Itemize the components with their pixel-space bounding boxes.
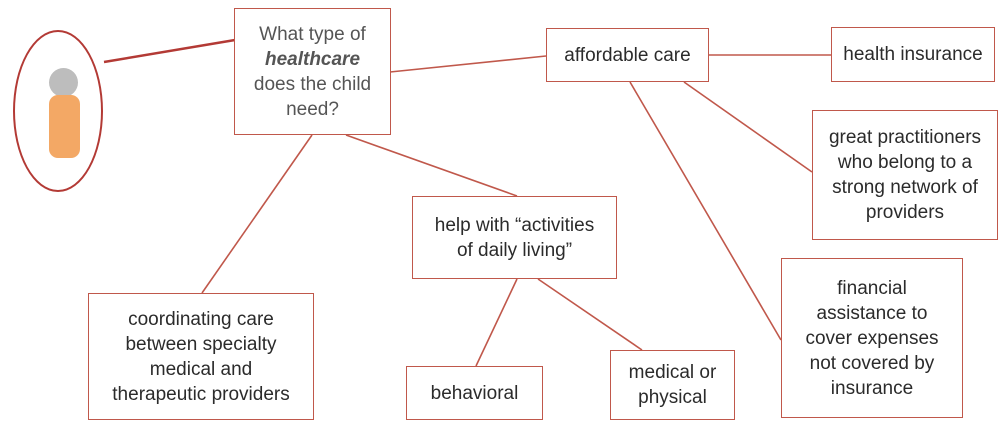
practitioners-line-1: great practitioners [828, 127, 982, 148]
daily-living-box: help with “activities of daily living” [412, 196, 617, 279]
link-affordable-financial [629, 81, 782, 341]
child-avatar-head-icon [49, 68, 78, 97]
practitioners-line-4: providers [865, 202, 945, 223]
financial-line-3: cover expenses [805, 327, 939, 349]
child-avatar-ring [13, 30, 103, 192]
link-central-adl [345, 134, 518, 197]
financial-line-2: assistance to [816, 302, 928, 324]
behavioral-label: behavioral [430, 382, 519, 404]
practitioners-line-3: strong network of [832, 177, 978, 198]
health-insurance-label: health insurance [843, 44, 983, 65]
daily-living-line-1: help with “activities [434, 214, 595, 236]
financial-line-5: insurance [830, 377, 914, 399]
financial-line-1: financial [837, 277, 907, 299]
daily-living-line-2: of daily living” [456, 239, 573, 261]
link-central-coordinating [201, 134, 313, 294]
link-adl-medical [537, 278, 643, 351]
financial-line-4: not covered by [809, 352, 935, 374]
central-line-3: does the child [253, 73, 372, 95]
coordinating-line-3: medical and [149, 358, 253, 380]
link-adl-behavioral [475, 278, 518, 367]
central-line-2-emphasis: healthcare [264, 48, 361, 70]
link-affordable-practitioners [683, 81, 813, 173]
affordable-care-box: affordable care [546, 28, 709, 82]
link-avatar-central [103, 38, 236, 64]
coordinating-line-1: coordinating care [128, 308, 274, 330]
coordinating-line-2: between specialty [125, 333, 277, 355]
coordinating-line-4: therapeutic providers [112, 383, 290, 405]
practitioners-line-2: who belong to a [837, 152, 973, 173]
central-line-4: need? [286, 98, 339, 120]
medical-line-2: physical [638, 387, 707, 408]
child-avatar-body-icon [49, 95, 80, 158]
affordable-care-label: affordable care [564, 44, 691, 66]
link-central-affordable [389, 55, 547, 73]
coordinating-care-box: coordinating care between specialty medi… [88, 293, 314, 420]
medical-physical-box: medical or physical [610, 350, 735, 420]
financial-assistance-box: financial assistance to cover expenses n… [781, 258, 963, 418]
medical-line-1: medical or [628, 362, 717, 383]
behavioral-box: behavioral [406, 366, 543, 420]
health-insurance-box: health insurance [831, 27, 995, 82]
central-question-box: What type of healthcare does the child n… [234, 8, 391, 135]
practitioners-box: great practitioners who belong to a stro… [812, 110, 998, 240]
central-line-1: What type of [259, 23, 366, 45]
